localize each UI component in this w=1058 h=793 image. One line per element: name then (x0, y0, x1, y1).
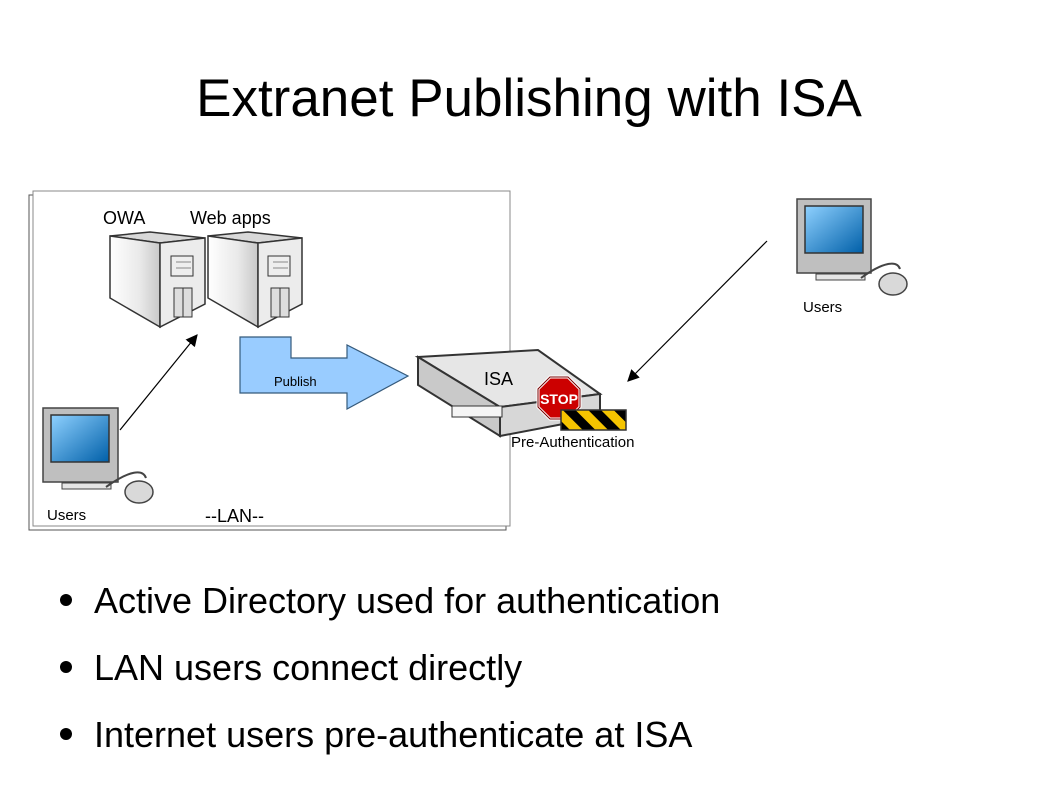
bullet-text: Active Directory used for authentication (94, 580, 721, 621)
security-barrier-icon (560, 409, 627, 431)
remote-users-label: Users (803, 299, 842, 316)
lan-user-computer-icon (42, 407, 154, 504)
bullet-item: Active Directory used for authentication (58, 575, 1038, 642)
pre-authentication-label: Pre-Authentication (511, 434, 634, 451)
remote-user-computer-icon (796, 198, 908, 296)
webapps-server-icon (207, 231, 303, 329)
slide-title: Extranet Publishing with ISA (196, 69, 862, 128)
bullet-icon (60, 728, 72, 740)
webapps-label: Web apps (190, 208, 271, 228)
stop-sign-icon: STOP (536, 375, 582, 421)
publish-label: Publish (274, 374, 317, 389)
remote-preauth-arrow (627, 240, 768, 382)
isa-label: ISA (484, 369, 513, 389)
publish-arrow (239, 336, 410, 411)
lan-direct-connection-arrow (119, 334, 198, 431)
bullet-text: Internet users pre-authenticate at ISA (94, 714, 693, 755)
bullet-icon (60, 594, 72, 606)
bullet-item: LAN users connect directly (58, 642, 1038, 709)
lan-label: --LAN-- (205, 506, 264, 526)
owa-server-icon (109, 231, 206, 329)
stop-sign-text: STOP (540, 391, 578, 407)
bullet-item: Internet users pre-authenticate at ISA (58, 709, 1038, 776)
bullet-list: Active Directory used for authentication… (58, 575, 1038, 776)
lan-users-label: Users (47, 507, 86, 524)
owa-label: OWA (103, 208, 145, 228)
bullet-icon (60, 661, 72, 673)
bullet-text: LAN users connect directly (94, 647, 523, 688)
